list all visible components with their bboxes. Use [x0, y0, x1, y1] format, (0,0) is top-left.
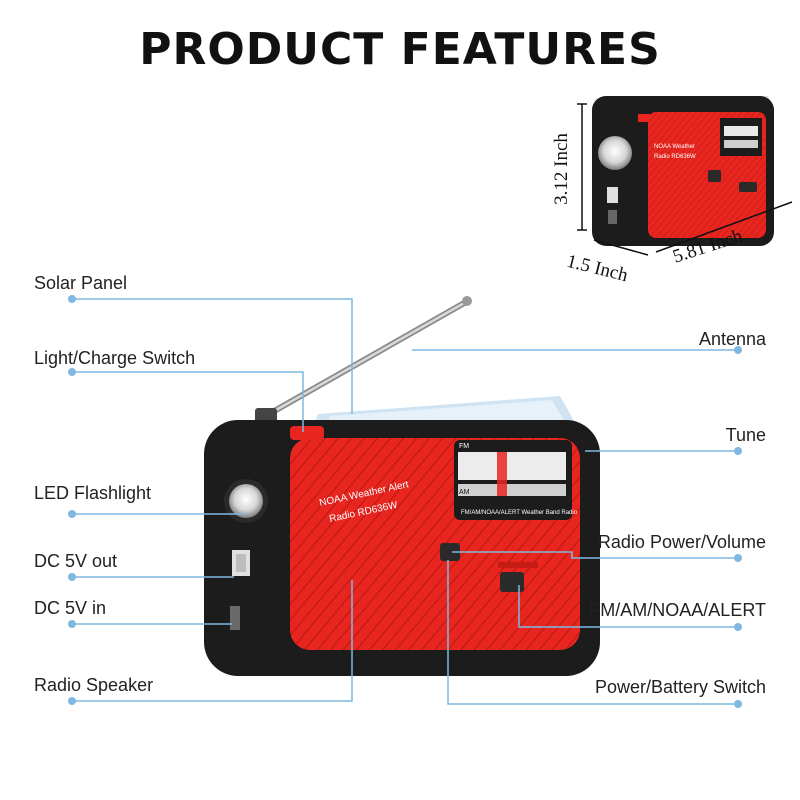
band-switch — [500, 572, 524, 592]
light-charge-switch — [290, 426, 324, 440]
radio-device: FM AM FM/AM/NOAA/ALERT Weather Band Radi… — [204, 296, 600, 676]
dial-band-fm: FM — [459, 443, 469, 450]
dimension-height: 3.12 Inch — [550, 133, 572, 205]
small-flashlight-lens — [598, 136, 632, 170]
flashlight-lens — [229, 484, 263, 518]
label-radio-power-volume: Radio Power/Volume — [597, 532, 766, 552]
label-dc-out: DC 5V out — [34, 551, 118, 571]
callout-leaders — [68, 295, 742, 708]
small-usb-port — [607, 187, 618, 203]
dial-band-am: AM — [459, 489, 470, 496]
page-title: PRODUCT FEATURES — [139, 24, 661, 75]
label-dc-in: DC 5V in — [34, 598, 107, 618]
label-led-flashlight: LED Flashlight — [34, 483, 152, 503]
small-switch — [739, 182, 757, 192]
label-tune: Tune — [725, 425, 766, 445]
label-band-selector: FM/AM/NOAA/ALERT — [589, 600, 766, 620]
small-volume-knob — [708, 170, 721, 182]
label-light-charge-switch: Light/Charge Switch — [34, 348, 196, 368]
label-solar-panel: Solar Panel — [34, 273, 128, 293]
label-power-battery-switch: Power/Battery Switch — [594, 677, 766, 697]
volume-knob — [440, 543, 460, 561]
small-dial — [720, 118, 762, 156]
svg-text:Radio RD636W: Radio RD636W — [654, 154, 696, 160]
label-antenna: Antenna — [698, 329, 766, 349]
label-radio-speaker: Radio Speaker — [34, 675, 154, 695]
dial-caption: FM/AM/NOAA/ALERT Weather Band Radio — [461, 510, 578, 516]
dc-in-port — [230, 606, 240, 630]
svg-text:NOAA Weather: NOAA Weather — [654, 144, 695, 150]
dimension-view: NOAA Weather Radio RD636W — [577, 96, 793, 256]
